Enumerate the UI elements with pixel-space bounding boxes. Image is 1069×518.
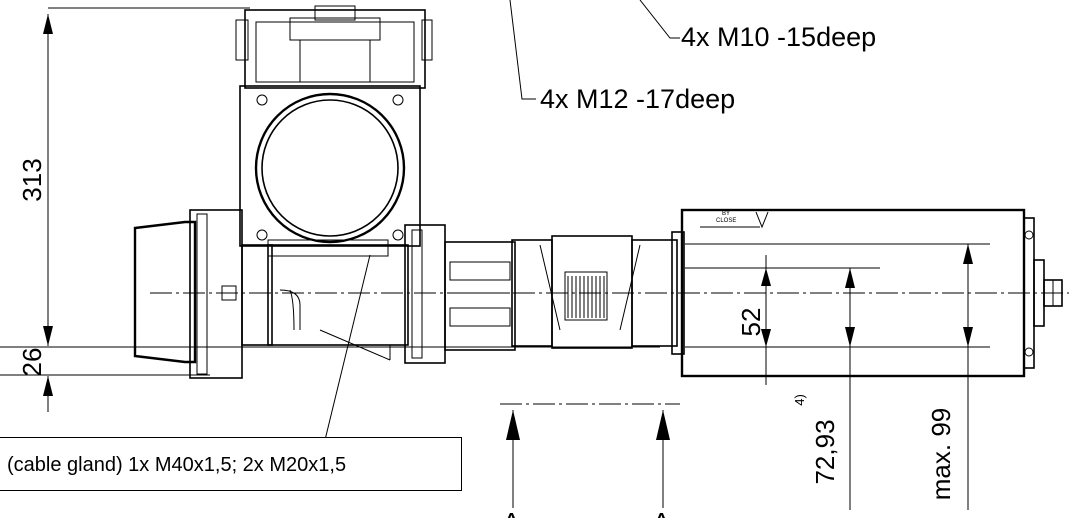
dimension-max-99: max. 99	[926, 244, 973, 510]
name-plate: BY CLOSE	[700, 211, 769, 229]
left-cap	[133, 209, 273, 379]
plate-by-text: BY	[722, 211, 730, 217]
dim-52-label: 52	[736, 308, 766, 337]
dimension-313: 313	[17, 7, 250, 346]
right-cylinder: BY CLOSE	[671, 208, 1063, 378]
gear-teeth	[567, 276, 605, 318]
dim-max-99-label: max. 99	[926, 408, 956, 501]
dim-313-label: 313	[17, 158, 47, 201]
section-mark-right: A	[652, 507, 671, 518]
cable-gland-callout-box: (cable gland) 1x M40x1,5; 2x M20x1,5	[0, 437, 462, 491]
dim-26-label: 26	[17, 348, 47, 377]
dimension-72-93: 72,93 4)	[792, 268, 855, 510]
dim-72-93-note: 4)	[792, 394, 807, 406]
dimension-26: 26	[0, 346, 660, 412]
callout-m10-text: 4x M10 -15deep	[681, 22, 876, 52]
section-mark-left: A	[502, 507, 521, 518]
dimension-52: 52	[736, 255, 771, 385]
center-body	[267, 224, 516, 364]
coupling-section	[511, 235, 678, 349]
dim-72-93-label: 72,93	[810, 419, 840, 484]
top-housing	[235, 5, 433, 257]
cable-gland-text: (cable gland) 1x M40x1,5; 2x M20x1,5	[7, 454, 347, 476]
callout-cable-gland-leader	[324, 254, 371, 441]
section-markers: A A	[500, 403, 680, 518]
callout-m12: 4x M12 -17deep	[509, 0, 735, 114]
plate-close-text: CLOSE	[716, 218, 736, 224]
callout-m12-text: 4x M12 -17deep	[540, 84, 735, 114]
callout-m10: 4x M10 -15deep	[639, 0, 876, 52]
